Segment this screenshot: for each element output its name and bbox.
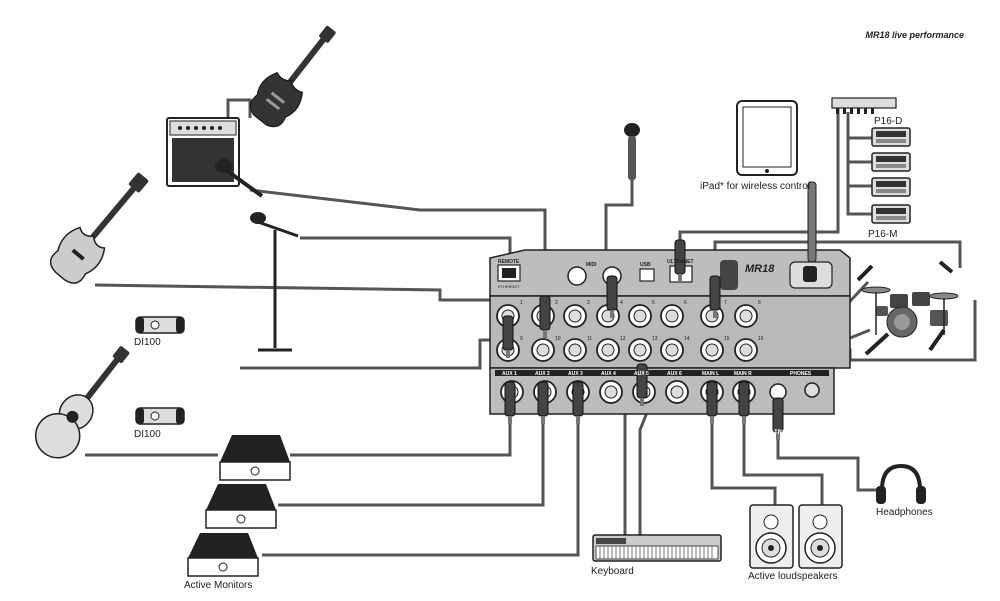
di100-box-icon <box>135 407 185 425</box>
channel-label: 12 <box>620 336 626 342</box>
acoustic-guitar-icon <box>34 346 130 459</box>
p16-m-monitor-mixer-icon <box>871 177 911 197</box>
ipad-icon <box>736 100 798 176</box>
handheld-microphone-icon <box>624 123 640 180</box>
aux-output-label: AUX 5 <box>634 371 649 377</box>
phones-label: PHONES <box>790 371 812 377</box>
aux-output-label: AUX 4 <box>601 371 616 377</box>
keyboard-label: Keyboard <box>591 566 634 577</box>
di100-box-icon <box>135 316 185 334</box>
p16-m-monitor-mixer-icon <box>871 127 911 147</box>
p16-m-label: P16-M <box>868 229 898 240</box>
channel-label: 14 <box>684 336 690 342</box>
loudspeaker-icon <box>749 504 794 569</box>
channel-label: 2 <box>555 300 558 306</box>
usb-label: USB <box>640 262 651 268</box>
active-monitor-icon <box>205 484 277 529</box>
amp-microphone-icon <box>215 159 264 198</box>
channel-label: 1 <box>520 300 523 306</box>
remote-label: REMOTE <box>498 259 520 265</box>
channel-label: 3 <box>587 300 590 306</box>
aux-output-label: AUX 2 <box>535 371 550 377</box>
channel-label: 8 <box>758 300 761 306</box>
loudspeaker-icon <box>798 504 843 569</box>
active-monitors-label: Active Monitors <box>184 580 253 591</box>
channel-label: 9 <box>520 336 523 342</box>
headphones-label: Headphones <box>876 507 933 518</box>
p16-d-label: P16-D <box>874 116 903 127</box>
active-loudspeakers-label: Active loudspeakers <box>748 571 838 582</box>
mixer-labels: MR18 REMOTE ETHERNET MIDI USB ULTRANET 1… <box>498 259 812 436</box>
channel-label: 6 <box>684 300 687 306</box>
di100-label: DI100 <box>134 337 161 348</box>
mr18-mixer-icon <box>489 181 851 441</box>
p16-m-monitor-mixer-icon <box>871 152 911 172</box>
diagram-title: MR18 live performance <box>865 30 964 40</box>
channel-label: 10 <box>555 336 561 342</box>
ethernet-label: ETHERNET <box>498 284 520 289</box>
channel-label: 4 <box>620 300 623 306</box>
ultranet-label: ULTRANET <box>667 259 694 265</box>
channel-label: 15 <box>724 336 730 342</box>
channel-label: 7 <box>724 300 727 306</box>
channel-label: 11 <box>587 336 592 342</box>
mixer-brand: MR18 <box>745 263 775 275</box>
vocal-microphone-stand-icon <box>250 212 299 352</box>
keyboard-icon <box>592 534 722 562</box>
guitar-amp-icon <box>166 117 240 187</box>
p16-d-hub-icon <box>831 97 897 114</box>
electric-guitar-icon <box>249 25 336 128</box>
drum-kit-icon <box>856 260 959 356</box>
ipad-label: iPad* for wireless control <box>700 181 811 192</box>
midi-label: MIDI <box>586 262 597 268</box>
active-monitor-icon <box>187 533 259 577</box>
trs-label: TRS <box>774 430 786 436</box>
bass-guitar-icon <box>49 172 149 284</box>
aux-output-label: AUX 3 <box>568 371 583 377</box>
main-output-label: MAIN R <box>734 371 752 377</box>
channel-label: 16 <box>758 336 764 342</box>
aux-output-label: AUX 6 <box>667 371 682 377</box>
headphones-icon <box>876 463 926 504</box>
channel-label: 13 <box>652 336 658 342</box>
active-monitor-icon <box>219 435 291 481</box>
aux-output-label: AUX 1 <box>502 371 517 377</box>
p16-m-monitor-mixer-icon <box>871 204 911 224</box>
main-output-label: MAIN L <box>702 371 719 377</box>
channel-label: 5 <box>652 300 655 306</box>
di100-label: DI100 <box>134 429 161 440</box>
